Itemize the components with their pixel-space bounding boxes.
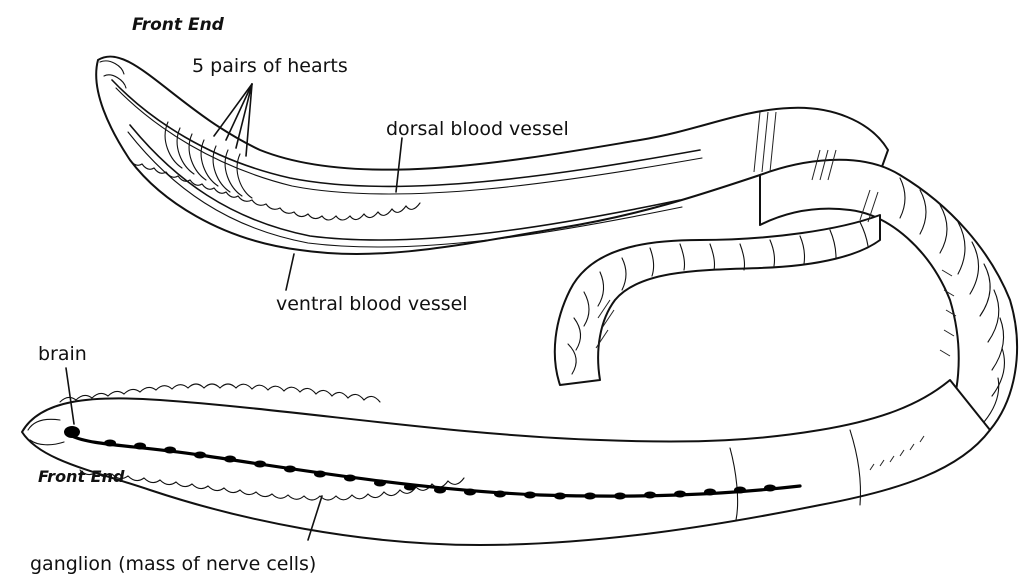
label-ganglion: ganglion (mass of nerve cells) <box>30 553 316 575</box>
label-front-end-top: Front End <box>132 15 225 35</box>
label-ventral: ventral blood vessel <box>276 293 468 315</box>
upper-worm-body <box>96 56 888 254</box>
label-brain: brain <box>38 343 87 365</box>
label-dorsal: dorsal blood vessel <box>386 118 569 140</box>
lower-worm-body <box>22 380 990 545</box>
label-front-end-bottom: Front End <box>38 467 125 486</box>
label-hearts: 5 pairs of hearts <box>192 55 348 77</box>
